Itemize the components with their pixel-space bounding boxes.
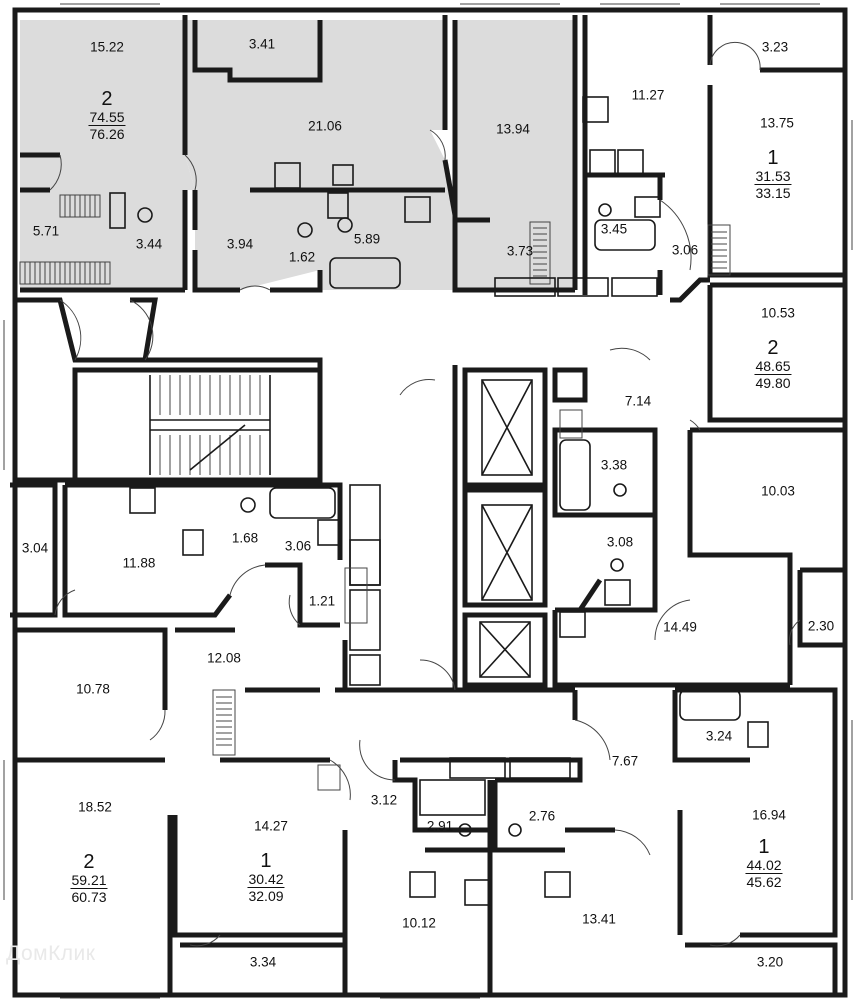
room-area: 15.22: [90, 39, 124, 55]
room-area: 2.91: [426, 818, 454, 834]
interior-walls: [15, 15, 845, 685]
room-area: 3.73: [506, 243, 534, 259]
room-area: 10.12: [402, 915, 436, 931]
room-area: 13.94: [496, 121, 530, 137]
apartment-total-area: 76.26: [89, 126, 125, 142]
apartment-label: 1 31.53 33.15: [754, 147, 792, 202]
room-area: 5.89: [353, 231, 381, 247]
door-swings: [49, 41, 801, 947]
apartment-label: 1 44.02 45.62: [745, 836, 783, 891]
apartment-rooms: 2: [101, 88, 113, 110]
room-area: 7.14: [624, 393, 652, 409]
stair-core: [72, 367, 323, 483]
room-area: 16.94: [752, 807, 786, 823]
room-area: 7.67: [611, 753, 639, 769]
room-area: 3.24: [705, 728, 733, 744]
apartment-living-area: 48.65: [754, 358, 792, 375]
room-area: 3.34: [249, 954, 277, 970]
room-area: 21.06: [308, 118, 342, 134]
apartment-total-area: 45.62: [746, 874, 782, 890]
room-area: 13.41: [582, 911, 616, 927]
apartment-rooms: 1: [767, 147, 779, 169]
room-area: 3.04: [21, 540, 49, 556]
elevators: [452, 365, 548, 690]
apartment-label: 2 48.65 49.80: [754, 337, 792, 392]
room-area: 1.21: [308, 593, 336, 609]
apartment-total-area: 33.15: [755, 185, 791, 201]
room-area: 10.53: [761, 305, 795, 321]
room-area: 18.52: [78, 799, 112, 815]
apartment-label: 2 74.55 76.26: [88, 88, 126, 143]
stoves: [129, 96, 644, 898]
room-area: 14.27: [254, 818, 288, 834]
apartment-total-area: 32.09: [248, 888, 284, 904]
room-area: 3.20: [756, 954, 784, 970]
radiators: [19, 194, 731, 791]
room-area: 3.23: [761, 39, 789, 55]
room-area: 10.03: [761, 483, 795, 499]
apartment-label: 2 59.21 60.73: [70, 851, 108, 906]
apartment-total-area: 60.73: [71, 889, 107, 905]
room-area: 3.45: [600, 221, 628, 237]
watermark: ДомКлик: [6, 942, 96, 965]
room-area: 3.44: [135, 236, 163, 252]
apartment-label: 1 30.42 32.09: [247, 850, 285, 905]
apartment-rooms: 1: [260, 850, 272, 872]
fixtures: [109, 164, 769, 906]
apartment-rooms: 2: [767, 337, 779, 359]
room-area: 11.27: [631, 87, 665, 103]
room-area: 3.94: [226, 236, 254, 252]
room-area: 2.76: [528, 808, 556, 824]
room-area: 2.30: [807, 618, 835, 634]
apartment-total-area: 49.80: [755, 375, 791, 391]
room-area: 1.62: [288, 249, 316, 265]
room-area: 11.88: [122, 555, 156, 571]
room-area: 3.38: [600, 457, 628, 473]
apartment-rooms: 2: [83, 851, 95, 873]
room-area: 3.41: [248, 36, 276, 52]
room-area: 14.49: [663, 619, 697, 635]
apartment-living-area: 31.53: [754, 168, 792, 185]
room-area: 1.68: [231, 530, 259, 546]
apartment-living-area: 44.02: [745, 857, 783, 874]
room-area: 3.12: [370, 792, 398, 808]
apartment-living-area: 59.21: [70, 872, 108, 889]
room-area: 13.75: [760, 115, 794, 131]
room-area: 12.08: [207, 650, 241, 666]
room-area: 3.06: [284, 538, 312, 554]
apartment-living-area: 74.55: [88, 109, 126, 126]
balconies: [449, 277, 658, 779]
apartment-living-area: 30.42: [247, 871, 285, 888]
apartment-rooms: 1: [758, 836, 770, 858]
room-area: 10.78: [76, 681, 110, 697]
room-area: 3.06: [671, 242, 699, 258]
room-area: 3.08: [606, 534, 634, 550]
windows: [3, 3, 853, 999]
room-area: 5.71: [32, 223, 60, 239]
outer-wall: [12, 7, 848, 998]
shafts: [349, 484, 381, 686]
